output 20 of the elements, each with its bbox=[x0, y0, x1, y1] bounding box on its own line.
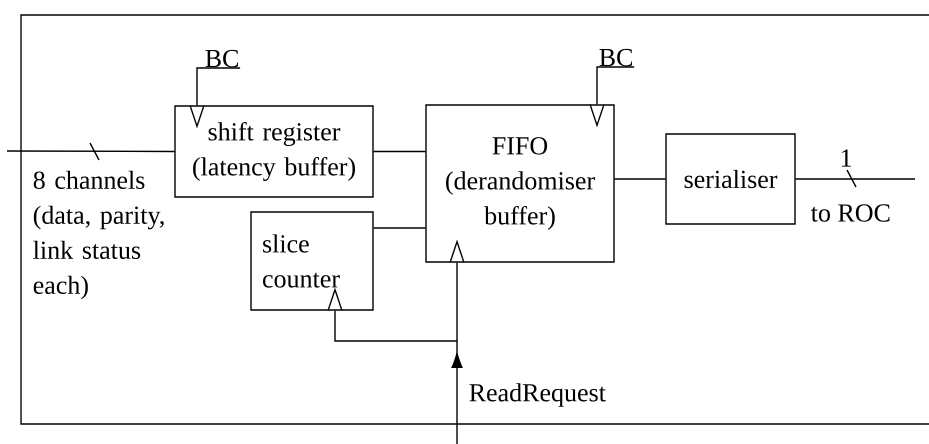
edge-label: ReadRequest bbox=[466, 381, 608, 409]
edge-label: 8 channels (data, parity, link status each) bbox=[33, 170, 164, 300]
signal-line bbox=[7, 150, 174, 152]
signal-line bbox=[374, 227, 426, 229]
signal-line bbox=[796, 178, 916, 180]
block-box: shift register (latency buffer) bbox=[174, 105, 374, 198]
block-box: FIFO (derandomiser buffer) bbox=[425, 104, 615, 263]
signal-line bbox=[614, 178, 666, 180]
block-box: slice counter bbox=[250, 211, 374, 311]
signal-label: BC bbox=[205, 50, 238, 68]
clock-line bbox=[589, 66, 635, 128]
bus-width-label: 1 bbox=[842, 149, 851, 167]
block-box: serialiser bbox=[665, 133, 796, 225]
clock-line bbox=[189, 67, 241, 128]
signal-line bbox=[374, 150, 426, 152]
signal-label: BC bbox=[599, 48, 632, 66]
clock-line bbox=[327, 287, 458, 342]
module-frame bbox=[20, 14, 929, 425]
clock-line bbox=[449, 239, 465, 444]
edge-label: to ROC bbox=[808, 202, 893, 224]
